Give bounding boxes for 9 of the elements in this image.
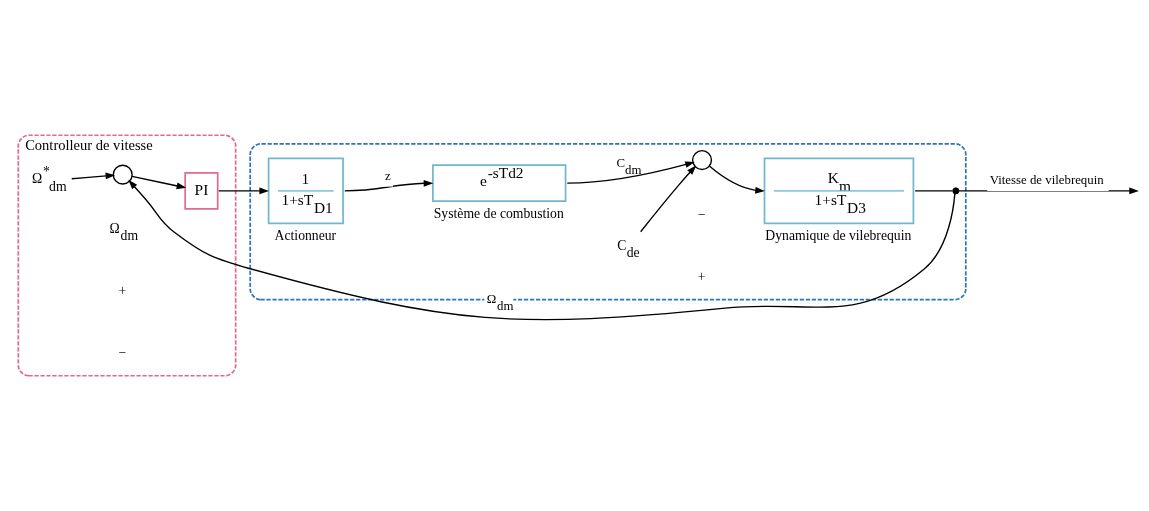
node-label: Actionneur [274,228,337,244]
edge-label: Vitesse de vilebrequin [989,173,1104,188]
node-label: Dynamique de vilebrequin [765,228,912,244]
label: + [118,283,127,299]
edge-label: z [384,169,391,184]
label: − [118,344,127,360]
node-label: Système de combustion [433,206,564,222]
label: − [697,206,706,222]
label: + [697,268,706,284]
